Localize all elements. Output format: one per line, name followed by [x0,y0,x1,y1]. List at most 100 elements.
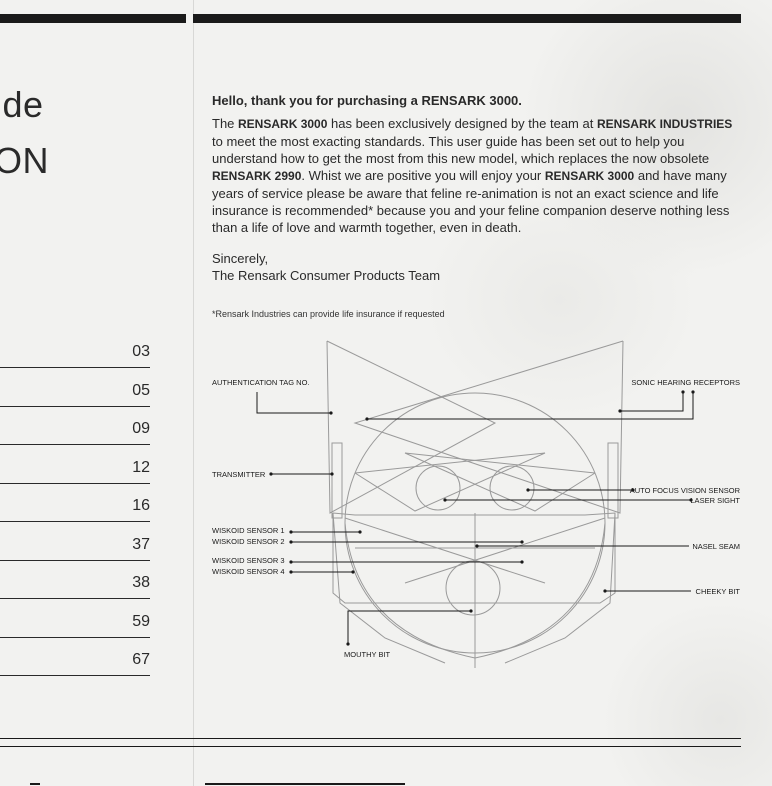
whisker-line [404,517,606,584]
right-jaw [504,512,616,664]
intro-paragraph: The RENSARK 3000 has been exclusively de… [212,115,742,236]
leader-sonic-1 [620,392,684,412]
leader-dot [526,488,530,492]
footnote: *Rensark Industries can provide life ins… [212,309,445,319]
leader-dots [269,390,695,646]
brand-name: RENSARK 3000 [238,117,328,131]
toc-page-number: 38 [132,574,150,591]
table-of-contents: 03 05 09 12 16 37 38 59 67 [0,331,150,676]
label-wiskoid-4: WISKOID SENSOR 4 [212,567,285,576]
left-ear [326,340,497,514]
left-title-line-1: ide [0,84,44,125]
paragraph-text: and have many years of service please be… [212,168,730,235]
label-wiskoid-2: WISKOID SENSOR 2 [212,537,285,546]
toc-row[interactable]: 09 [0,407,150,445]
face-outline [332,512,616,604]
leader-authentication [256,392,331,414]
leader-dot [330,472,334,476]
bottom-edge-mark [205,783,405,785]
leader-dot [289,530,293,534]
leader-sonic-2 [367,392,694,420]
toc-page-number: 67 [132,651,150,668]
brand-name: RENSARK INDUSTRIES [596,117,733,131]
toc-row[interactable]: 38 [0,561,150,599]
toc-row[interactable]: 12 [0,445,150,484]
leader-dot [269,472,273,476]
mouth-circle [445,560,501,616]
left-side-panel [331,442,343,519]
toc-row[interactable]: 03 [0,331,150,368]
leader-dot [689,498,693,502]
greeting: Hello, thank you for purchasing a RENSAR… [212,93,522,108]
left-title-line-2: ON [0,140,49,181]
leader-dot [603,589,607,593]
leader-dot [358,530,362,534]
label-cheeky-bit: CHEEKY BIT [696,587,741,596]
label-authentication-tag: AUTHENTICATION TAG NO. [212,378,310,387]
toc-page-number: 12 [132,458,150,476]
toc-page-number: 59 [132,612,150,630]
paragraph-text: to meet the most exacting standards. Thi… [212,134,710,166]
leader-dot [618,409,622,413]
leader-dot [520,560,524,564]
bottom-rule-upper [0,738,741,739]
leader-dot [475,544,479,548]
eye-triangle-left [354,452,546,512]
cat-head-outline [326,340,624,668]
intro-letter: Hello, thank you for purchasing a RENSAR… [212,92,742,284]
leader-dot [691,390,695,394]
toc-row[interactable]: 37 [0,522,150,561]
label-nasel-seam: NASEL SEAM [692,542,740,551]
left-jaw [332,512,446,664]
eye-triangle-right [404,452,596,512]
left-top-rule [0,14,186,23]
leader-dot [351,570,355,574]
paragraph-text: has been exclusively designed by the tea… [327,116,597,131]
toc-page-number: 05 [132,381,150,399]
paragraph-text: . Whist we are positive you will enjoy y… [301,168,545,183]
label-auto-focus: AUTO FOCUS VISION SENSOR [630,486,741,495]
leader-lines [256,392,694,644]
toc-page-number: 16 [132,497,150,514]
whisker-line [344,517,546,584]
bottom-rule-lower [0,746,741,747]
right-eye [489,465,535,511]
bottom-edge-mark [30,783,40,785]
leader-dot [469,609,473,613]
left-eye [415,465,461,511]
toc-page-number: 03 [132,343,150,360]
page-fold [193,0,194,786]
leader-mouthy-bit [347,610,471,644]
leader-dot [329,411,333,415]
leader-dot [289,560,293,564]
toc-row[interactable]: 59 [0,599,150,638]
paragraph-text: The [212,116,239,131]
leader-dot [289,570,293,574]
right-top-rule [193,14,741,23]
label-sonic-hearing: SONIC HEARING RECEPTORS [631,378,740,387]
leader-dot [346,642,350,646]
signoff-line-1: Sincerely, [212,251,269,266]
leader-dot [443,498,447,502]
leader-dot [289,540,293,544]
toc-row[interactable]: 16 [0,484,150,522]
toc-page-number: 09 [132,420,150,437]
label-laser-sight: LASER SIGHT [690,496,740,505]
leader-dot [631,488,635,492]
label-transmitter: TRANSMITTER [212,470,266,479]
leader-dot [365,417,369,421]
brand-name: RENSARK 3000 [544,169,635,183]
toc-page-number: 37 [132,535,150,553]
label-wiskoid-1: WISKOID SENSOR 1 [212,526,285,535]
label-wiskoid-3: WISKOID SENSOR 3 [212,556,285,565]
leader-dot [681,390,685,394]
cat-head-diagram: AUTHENTICATION TAG NO. SONIC HEARING REC… [212,340,741,668]
right-ear [353,340,624,514]
label-mouthy-bit: MOUTHY BIT [344,650,391,659]
diagram-labels: AUTHENTICATION TAG NO. SONIC HEARING REC… [212,378,741,659]
right-side-panel [607,442,619,519]
toc-row[interactable]: 67 [0,638,150,676]
signoff-line-2: The Rensark Consumer Products Team [212,268,441,283]
toc-row[interactable]: 05 [0,368,150,407]
